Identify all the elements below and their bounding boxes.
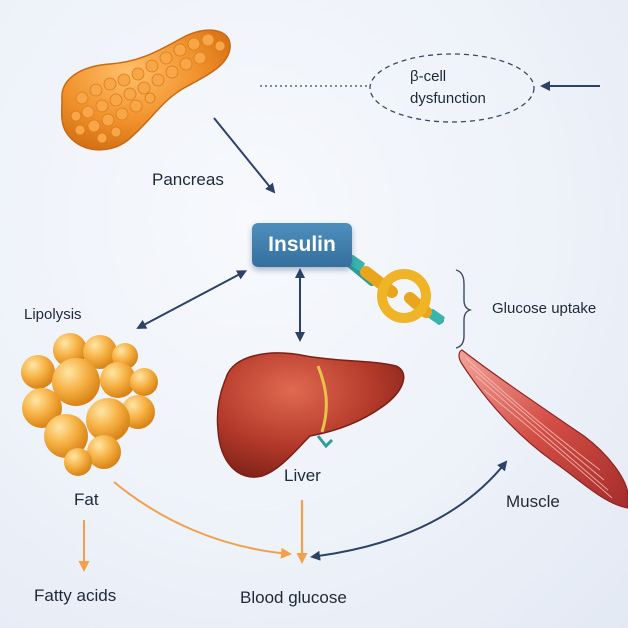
beta-cell-label-line1: β-cell bbox=[410, 68, 447, 85]
insulin-fat-arrow bbox=[136, 270, 248, 329]
fat-to-blood-glucose-arrow bbox=[113, 481, 292, 559]
pancreas-illustration bbox=[60, 29, 231, 151]
beta-cell-ellipse bbox=[369, 53, 535, 123]
blood-glucose-label: Blood glucose bbox=[240, 588, 347, 607]
receptor-icon bbox=[344, 255, 445, 325]
fat-cells-illustration bbox=[21, 333, 158, 476]
muscle-label: Muscle bbox=[506, 492, 560, 511]
glucose-uptake-label: Glucose uptake bbox=[492, 300, 597, 317]
pancreas-label: Pancreas bbox=[152, 170, 224, 189]
lipolysis-label: Lipolysis bbox=[24, 306, 82, 323]
glucose-uptake-bracket bbox=[455, 269, 473, 349]
muscle-illustration bbox=[458, 349, 628, 509]
muscle-blood-glucose-arrow bbox=[310, 460, 508, 561]
beta-cell-label-line2: dysfunction bbox=[410, 90, 486, 107]
fat-label: Fat bbox=[74, 490, 99, 509]
insulin-box: Insulin bbox=[252, 223, 352, 267]
liver-label: Liver bbox=[284, 466, 321, 485]
fatty-acids-label: Fatty acids bbox=[34, 586, 117, 605]
liver-illustration bbox=[216, 352, 405, 478]
beta-cell-label: β-cell dysfunction bbox=[380, 66, 530, 110]
pancreas-to-insulin-arrow bbox=[213, 117, 276, 194]
